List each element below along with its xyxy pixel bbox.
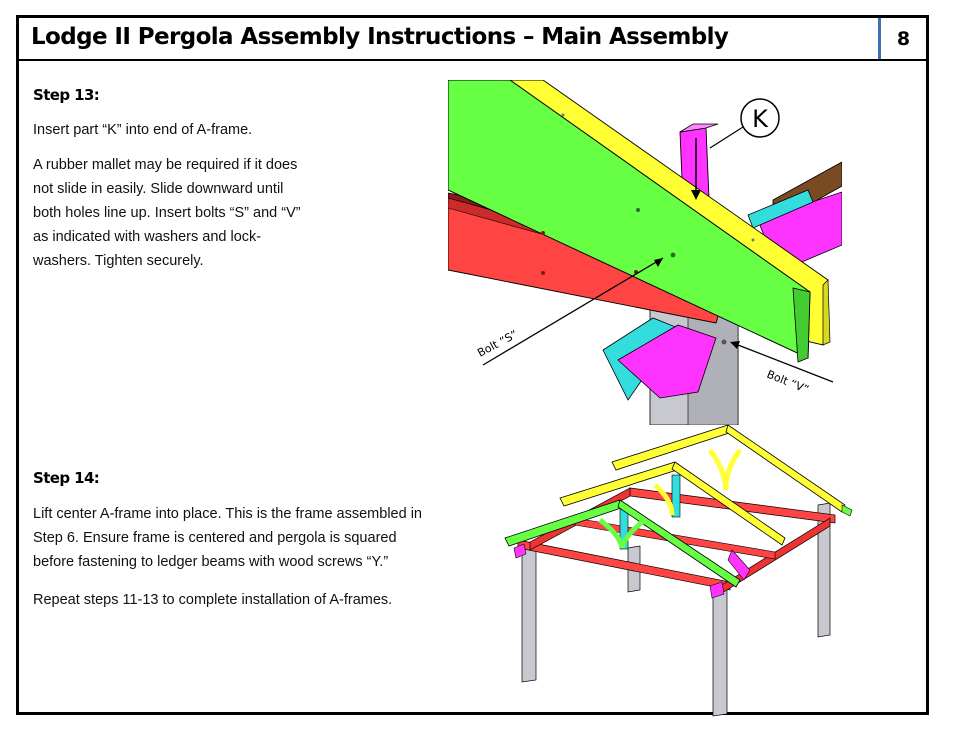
step13-paragraph2-line: as indicated with washers and lock- bbox=[33, 229, 262, 245]
bolt-s-label: Bolt “S” bbox=[475, 328, 520, 360]
step13-paragraph2: A rubber mallet may be required if it do… bbox=[33, 153, 301, 273]
page-number: 8 bbox=[896, 27, 911, 50]
step13-joint-illustration: K Bolt “S” Bolt “V” bbox=[448, 80, 842, 425]
step13-paragraph1: Insert part “K” into end of A-frame. bbox=[33, 122, 253, 138]
step14-paragraph1-line: Lift center A-frame into place. This is … bbox=[33, 506, 422, 522]
bolt-v-label: Bolt “V” bbox=[765, 368, 811, 397]
step13-paragraph2-line: both holes line up. Insert bolts “S” and… bbox=[33, 205, 301, 221]
step13-paragraph2-line: not slide in easily. Slide downward unti… bbox=[33, 181, 284, 197]
page-title: Lodge II Pergola Assembly Instructions –… bbox=[31, 24, 729, 50]
step14-paragraph1-line: Step 6. Ensure frame is centered and per… bbox=[33, 530, 397, 546]
step13-paragraph2-line: washers. Tighten securely. bbox=[33, 253, 204, 269]
step14-pergola-illustration bbox=[504, 424, 853, 717]
step14-paragraph1-line: before fastening to ledger beams with wo… bbox=[33, 554, 389, 570]
step14-paragraph1: Lift center A-frame into place. This is … bbox=[33, 502, 422, 574]
step13-heading: Step 13: bbox=[33, 86, 100, 104]
step13-paragraph2-line: A rubber mallet may be required if it do… bbox=[33, 157, 298, 173]
part-k-label: K bbox=[752, 105, 769, 133]
step14-paragraph2: Repeat steps 11-13 to complete installat… bbox=[33, 592, 393, 608]
step14-heading: Step 14: bbox=[33, 469, 100, 487]
page-number-box: 8 bbox=[878, 18, 926, 59]
page-header: Lodge II Pergola Assembly Instructions –… bbox=[19, 18, 926, 61]
